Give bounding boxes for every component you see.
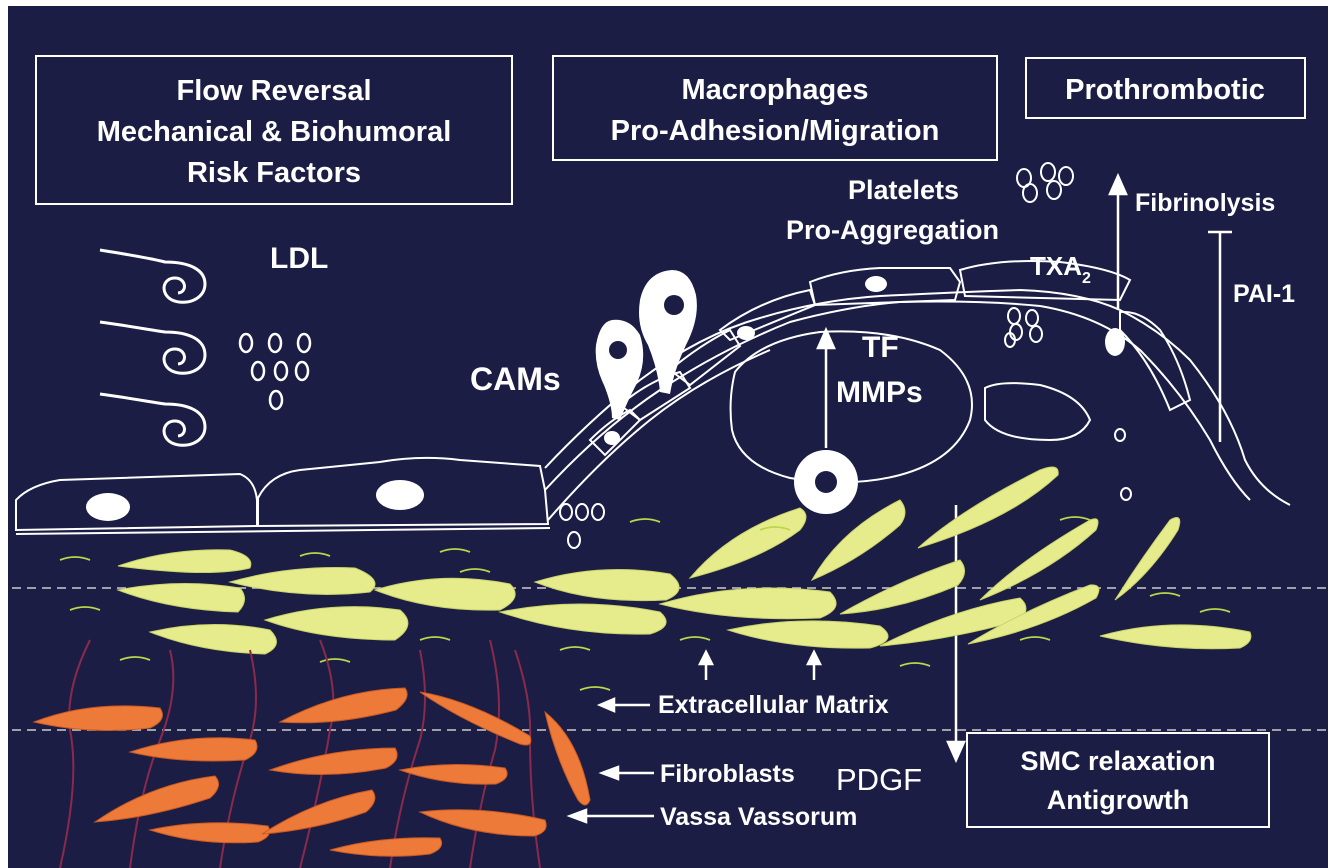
mmps-label: MMPs bbox=[836, 376, 923, 409]
txa-main: TXA bbox=[1030, 251, 1082, 281]
smc-box-line2: Antigrowth bbox=[1047, 785, 1189, 815]
tf-label: TF bbox=[862, 331, 899, 364]
vassa-vassorum-label: Vassa Vassorum bbox=[660, 803, 857, 831]
pai1-label: PAI-1 bbox=[1233, 280, 1295, 308]
smc-box-line1: SMC relaxation bbox=[1020, 746, 1215, 776]
fibrinolysis-label: Fibrinolysis bbox=[1135, 189, 1275, 217]
extracellular-matrix-label: Extracellular Matrix bbox=[658, 691, 889, 719]
flow-box-line2: Mechanical & Biohumoral bbox=[97, 116, 452, 148]
platelets-label-2: Pro-Aggregation bbox=[786, 215, 999, 245]
txa-subscript: 2 bbox=[1082, 270, 1091, 287]
platelets-label-1: Platelets bbox=[848, 175, 959, 205]
prothrombotic-label: Prothrombotic bbox=[1065, 74, 1265, 106]
flow-box-line1: Flow Reversal bbox=[176, 75, 371, 107]
fibroblasts-label: Fibroblasts bbox=[660, 760, 795, 788]
cams-label: CAMs bbox=[470, 361, 561, 397]
macrophages-box-line1: Macrophages bbox=[682, 74, 869, 106]
ldl-label: LDL bbox=[270, 242, 328, 275]
macrophages-box-line2: Pro-Adhesion/Migration bbox=[611, 115, 940, 147]
flow-box-line3: Risk Factors bbox=[187, 157, 361, 189]
pdgf-label: PDGF bbox=[836, 762, 922, 797]
